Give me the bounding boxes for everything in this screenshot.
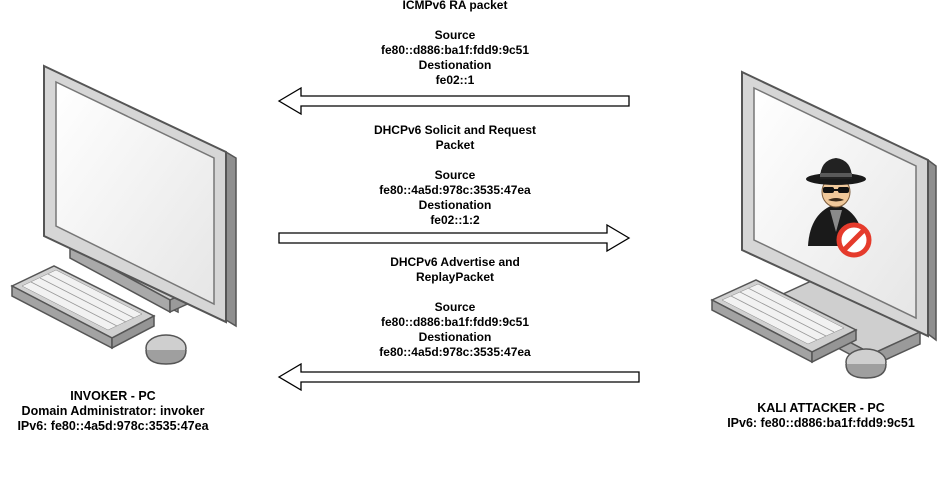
packet-title: DHCPv6 Solicit and Request (373, 123, 537, 137)
source-address: fe80::d886:ba1f:fdd9:9c51 (380, 315, 530, 329)
arrow-solicit-right (278, 223, 631, 253)
source-label: Source (434, 300, 476, 314)
attacker-label: KALI ATTACKER - PC IPv6: fe80::d886:ba1f… (702, 401, 940, 431)
spacer (300, 285, 610, 300)
dest-address: fe02::1:2 (430, 213, 480, 227)
attacker-ip: IPv6: fe80::d886:ba1f:fdd9:9c51 (727, 416, 915, 430)
dest-label: Destionation (418, 58, 492, 72)
packet-title-line2: ReplayPacket (415, 270, 495, 284)
invoker-ip: IPv6: fe80::4a5d:978c:3535:47ea (17, 419, 209, 433)
packet-ra-info: ICMPv6 RA packet Source fe80::d886:ba1f:… (300, 0, 610, 88)
packet-advertise-info: DHCPv6 Advertise and ReplayPacket Source… (300, 255, 610, 360)
packet-title: DHCPv6 Advertise and (390, 255, 520, 269)
packet-title: ICMPv6 RA packet (402, 0, 508, 12)
invoker-computer-icon (10, 64, 237, 365)
invoker-label: INVOKER - PC Domain Administrator: invok… (0, 389, 226, 434)
arrow-ra-left (277, 86, 630, 116)
dest-label: Destionation (418, 330, 492, 344)
source-label: Source (434, 28, 476, 42)
dest-address: fe02::1 (435, 73, 475, 87)
dest-address: fe80::4a5d:978c:3535:47ea (379, 345, 531, 359)
dest-label: Destionation (418, 198, 492, 212)
blocked-sign-icon (836, 222, 872, 258)
spacer (300, 153, 610, 168)
source-address: fe80::d886:ba1f:fdd9:9c51 (380, 43, 530, 57)
packet-title-line2: Packet (435, 138, 475, 152)
source-address: fe80::4a5d:978c:3535:47ea (379, 183, 531, 197)
invoker-name: INVOKER - PC (70, 389, 156, 403)
invoker-role: Domain Administrator: invoker (21, 404, 205, 418)
packet-solicit-info: DHCPv6 Solicit and Request Packet Source… (300, 123, 610, 228)
arrow-advertise-left (277, 362, 640, 392)
source-label: Source (434, 168, 476, 182)
attacker-name: KALI ATTACKER - PC (757, 401, 885, 415)
spacer (300, 13, 610, 28)
